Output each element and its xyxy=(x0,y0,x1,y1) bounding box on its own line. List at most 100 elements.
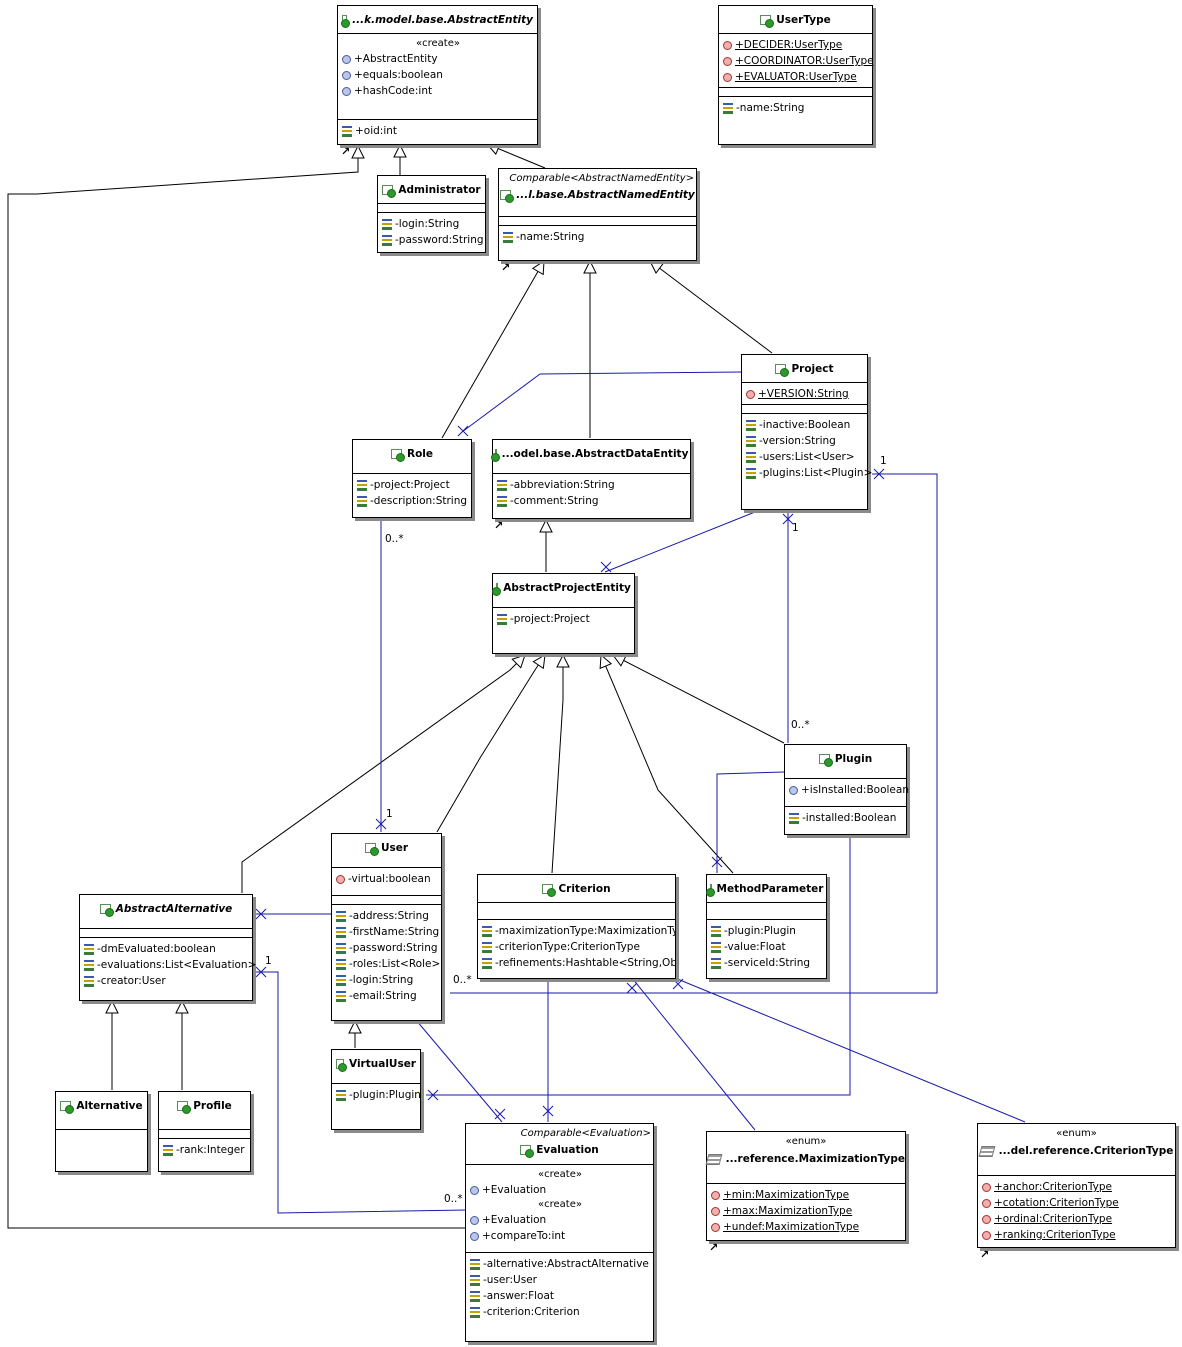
field-icon xyxy=(336,1089,346,1101)
attribute: -name:String xyxy=(736,102,805,114)
attribute: -answer:Float xyxy=(483,1290,554,1302)
field-icon xyxy=(84,959,94,971)
enum-maximization-type[interactable]: «enum» ...reference.MaximizationType +mi… xyxy=(705,1131,906,1241)
field-icon xyxy=(84,975,94,987)
field-icon xyxy=(336,926,346,938)
class-title: VirtualUser xyxy=(349,1058,416,1070)
attribute: -firstName:String xyxy=(349,926,440,938)
field-icon xyxy=(503,231,513,243)
shortcut-arrow-icon: ↗ xyxy=(341,145,351,158)
class-title: MethodParameter xyxy=(716,883,824,895)
constant-icon xyxy=(982,1230,991,1240)
class-abstract-entity[interactable]: ...k.model.base.AbstractEntity «create» … xyxy=(337,5,538,145)
class-icon xyxy=(382,185,397,198)
public-method-icon xyxy=(470,1185,479,1195)
attribute: -comment:String xyxy=(510,495,599,507)
attribute: -creator:User xyxy=(97,975,166,987)
assoc-plugin-virtualuser xyxy=(426,835,851,1096)
class-abstract-alternative[interactable]: AbstractAlternative -dmEvaluated:boolean… xyxy=(79,894,256,1001)
class-abstract-project-entity[interactable]: AbstractProjectEntity -project:Project xyxy=(492,573,635,654)
field-icon xyxy=(497,613,507,625)
public-method-icon xyxy=(470,1215,479,1225)
class-icon xyxy=(705,884,715,897)
multiplicity-label: 0..* xyxy=(385,533,404,545)
attribute: -inactive:Boolean xyxy=(759,419,851,431)
gen-mp-ape xyxy=(601,655,734,874)
gen-alt-ape xyxy=(241,655,525,893)
operation: +isInstalled:Boolean xyxy=(801,784,909,796)
class-profile[interactable]: Profile -rank:Integer xyxy=(158,1091,251,1172)
field-icon xyxy=(336,958,346,970)
attribute: -plugin:Plugin xyxy=(724,925,796,937)
multiplicity-label: 0..* xyxy=(453,974,472,986)
field-icon xyxy=(497,479,507,491)
constant: +undef:MaximizationType xyxy=(723,1221,860,1233)
field-icon xyxy=(470,1306,480,1318)
attribute: -dmEvaluated:boolean xyxy=(97,943,216,955)
attribute: -criterion:Criterion xyxy=(483,1306,580,1318)
class-abstract-data-entity[interactable]: ...odel.base.AbstractDataEntity -abbrevi… xyxy=(490,439,691,519)
gen-user-ape xyxy=(436,655,545,833)
shortcut-arrow-icon: ↗ xyxy=(980,1248,990,1261)
public-method-icon xyxy=(470,1231,479,1241)
gen-evaluation-entity xyxy=(7,146,466,1229)
class-alternative[interactable]: Alternative xyxy=(55,1091,148,1172)
attribute: -password:String xyxy=(395,234,484,246)
attribute: -maximizationType:MaximizationTy xyxy=(495,925,675,937)
attribute: -rank:Integer xyxy=(176,1144,245,1156)
class-icon xyxy=(500,190,515,203)
assoc-criterion-maxtype xyxy=(631,977,756,1131)
constant: +COORDINATOR:UserType xyxy=(735,55,874,67)
class-method-parameter[interactable]: MethodParameter -plugin:Plugin -value:Fl… xyxy=(705,874,827,979)
class-user-type[interactable]: UserType +DECIDER:UserType +COORDINATOR:… xyxy=(718,5,874,145)
enum-criterion-type[interactable]: «enum» ...del.reference.CriterionType +a… xyxy=(977,1123,1176,1248)
field-icon xyxy=(711,925,721,937)
public-method-icon xyxy=(342,54,351,64)
attribute: -users:List<User> xyxy=(759,451,855,463)
stereotype: «enum» xyxy=(1056,1128,1097,1139)
constant: +cotation:CriterionType xyxy=(994,1197,1119,1209)
operation: +Evaluation xyxy=(482,1214,547,1226)
constant-icon xyxy=(982,1198,991,1208)
field-icon xyxy=(711,941,721,953)
class-icon xyxy=(341,15,351,28)
public-method-icon xyxy=(789,785,798,795)
field-icon xyxy=(746,467,756,479)
class-criterion[interactable]: Criterion -maximizationType:Maximization… xyxy=(477,874,676,979)
class-icon xyxy=(364,843,379,856)
class-icon xyxy=(99,904,114,917)
class-title: Administrator xyxy=(398,184,481,196)
operation: +hashCode:int xyxy=(354,85,433,97)
attribute: -address:String xyxy=(349,910,429,922)
multiplicity-label: 0..* xyxy=(444,1193,463,1205)
class-administrator[interactable]: Administrator -login:String -password:St… xyxy=(377,175,486,253)
class-plugin[interactable]: Plugin +isInstalled:Boolean -installed:B… xyxy=(784,744,909,835)
attribute: -description:String xyxy=(370,495,468,507)
class-virtual-user[interactable]: VirtualUser -plugin:Plugin xyxy=(331,1049,421,1130)
field-icon xyxy=(746,419,756,431)
shortcut-arrow-icon: ↗ xyxy=(501,261,511,274)
class-user[interactable]: User -virtual:boolean -address:String -f… xyxy=(331,833,442,1021)
assoc-project-role xyxy=(461,371,742,433)
class-evaluation[interactable]: Comparable<Evaluation> Evaluation «creat… xyxy=(465,1123,654,1342)
attribute: -user:User xyxy=(483,1274,537,1286)
class-project[interactable]: Project +VERSION:String -inactive:Boolea… xyxy=(741,354,872,510)
class-abstract-named-entity[interactable]: Comparable<AbstractNamedEntity> ...l.bas… xyxy=(498,168,697,261)
field-icon xyxy=(382,218,392,230)
multiplicity-label: 1 xyxy=(880,455,887,467)
public-method-icon xyxy=(342,86,351,96)
class-icon xyxy=(336,1059,348,1072)
attribute: -roles:List<Role> xyxy=(349,958,441,970)
class-icon xyxy=(760,15,775,28)
enum-icon xyxy=(978,1145,996,1157)
assoc-altern-eval xyxy=(254,971,467,1214)
interface-label: Comparable<AbstractNamedEntity> xyxy=(509,173,694,184)
enum-icon xyxy=(705,1153,723,1165)
stereotype: «create» xyxy=(416,38,460,49)
operation: +AbstractEntity xyxy=(354,53,438,65)
shortcut-arrow-icon: ↗ xyxy=(709,1241,719,1254)
attribute: -criterionType:CriterionType xyxy=(495,941,640,953)
class-icon xyxy=(520,1145,535,1158)
class-role[interactable]: Role -project:Project -description:Strin… xyxy=(352,439,472,518)
